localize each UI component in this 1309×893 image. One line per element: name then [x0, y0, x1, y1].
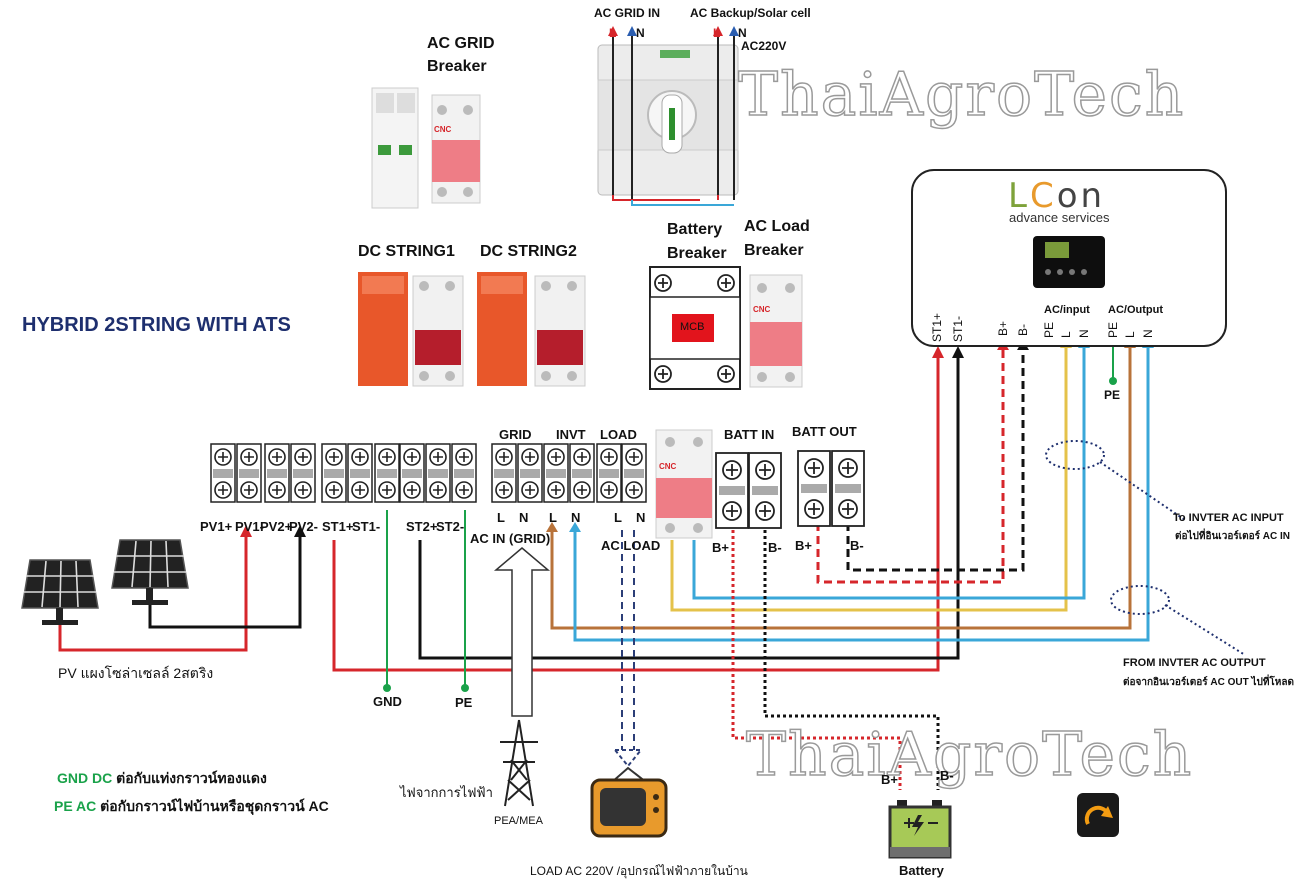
inv-terminal-out-n: N	[1141, 329, 1155, 338]
pv1-minus-label: PV1-	[235, 519, 264, 534]
watermark-top: ThaiAgroTech	[737, 59, 1186, 131]
pe-label: PE	[455, 695, 473, 710]
pe-note: PE AC ต่อกับกราวน์ไฟบ้านหรือชุดกราวน์ AC	[54, 796, 329, 818]
mcb-label: MCB	[680, 321, 705, 333]
battery-b-plus: B+	[881, 772, 898, 787]
ac-grid-breaker-label-2: Breaker	[427, 58, 487, 75]
battery-breaker-label: Battery	[667, 221, 723, 238]
brand-letter-c: C	[1029, 176, 1057, 216]
ac-load-breaker-label-2: Breaker	[744, 242, 804, 259]
watermark-bottom: ThaiAgroTech	[745, 719, 1194, 791]
battery-breaker-label-2: Breaker	[667, 245, 727, 262]
from-inverter-note-th: ต่อจากอินเวอร์เตอร์ AC OUT ไปที่โหลด	[1123, 677, 1295, 688]
st1-plus-label: ST1+	[322, 519, 354, 534]
inv-terminal-in-l: L	[1059, 331, 1073, 338]
inverter-brand-logo: LCon	[1008, 176, 1105, 216]
pv1-plus-label: PV1+	[200, 519, 233, 534]
inverter-ac-input-label: AC/input	[1044, 304, 1090, 316]
inv-terminal-st1-plus: ST1+	[930, 312, 944, 342]
ac-load-label: AC LOAD	[601, 538, 661, 553]
st1-minus-label: ST1-	[352, 519, 381, 534]
batt-out-b-minus: B-	[850, 538, 864, 553]
load-caption: LOAD AC 220V /อุปกรณ์ไฟฟ้าภายในบ้าน	[530, 864, 748, 878]
dc-string1-label: DC STRING1	[358, 243, 455, 260]
batt-out-b-plus: B+	[795, 538, 812, 553]
ats-voltage-label: AC220V	[741, 39, 787, 53]
battery-b-minus: B-	[940, 768, 954, 783]
inv-terminal-st1-minus: ST1-	[951, 315, 965, 342]
from-inverter-note: FROM INVTER AC OUTPUT	[1123, 657, 1266, 669]
inverter-ac-output-label: AC/Output	[1108, 304, 1163, 316]
inv-terminal-out-pe: PE	[1106, 321, 1120, 338]
grid-n: N	[519, 510, 529, 525]
inv-terminal-out-l: L	[1123, 331, 1137, 338]
ac-in-grid-label: AC IN (GRID)	[470, 531, 551, 546]
ats-grid-l: L	[609, 26, 617, 40]
gnd-label: GND	[373, 694, 402, 709]
pea-mea-label: PEA/MEA	[494, 815, 543, 827]
inv-terminal-b-minus: B-	[1016, 324, 1030, 336]
gnd-note-key: GND DC	[57, 770, 113, 786]
brand-letters-on: on	[1056, 176, 1106, 216]
pv2-plus-label: PV2+	[260, 519, 293, 534]
st2-minus-label: ST2-	[436, 519, 465, 534]
load-terminal-label: LOAD	[600, 427, 637, 442]
pv2-minus-label: PV2-	[289, 519, 318, 534]
ac-grid-breaker-label: AC GRID	[427, 35, 495, 52]
dc-string2-label: DC STRING2	[480, 243, 577, 260]
brand-letter-l: L	[1008, 176, 1030, 216]
cnc-logo-terminal: CNC	[659, 462, 677, 471]
pe-note-text: ต่อกับกราวน์ไฟบ้านหรือชุดกราวน์ AC	[100, 798, 329, 814]
gnd-note: GND DC ต่อกับแท่งกราวน์ทองแดง	[57, 768, 267, 790]
pv-caption: PV แผงโซล่าเซลล์ 2สตริง	[58, 665, 214, 681]
ats-grid-n: N	[636, 26, 645, 40]
st2-plus-label: ST2+	[406, 519, 438, 534]
batt-out-label: BATT OUT	[792, 424, 857, 439]
grid-source-label: ไฟจากการไฟฟ้า	[400, 785, 493, 800]
cnc-logo-grid: CNC	[434, 125, 452, 134]
diagram-title: HYBRID 2STRING WITH ATS	[22, 314, 291, 336]
invt-n: N	[571, 510, 581, 525]
ats-backup-l: L	[713, 26, 721, 40]
inverter-pe-label: PE	[1104, 388, 1121, 402]
invt-terminal-label: INVT	[556, 427, 586, 442]
pe-note-key: PE AC	[54, 798, 97, 814]
batt-in-b-plus: B+	[712, 540, 729, 555]
batt-in-b-minus: B-	[768, 540, 782, 555]
ats-backup-n: N	[738, 26, 747, 40]
ats-backup-label: AC Backup/Solar cell	[690, 6, 811, 20]
to-inverter-note-th: ต่อไปที่อินเวอร์เตอร์ AC IN	[1175, 531, 1291, 542]
load-n: N	[636, 510, 646, 525]
batt-in-label: BATT IN	[724, 427, 775, 442]
grid-l: L	[497, 510, 505, 525]
to-inverter-note: To INVTER AC INPUT	[1173, 512, 1284, 524]
load-l: L	[614, 510, 622, 525]
cnc-logo-load: CNC	[753, 305, 771, 314]
inv-terminal-in-pe: PE	[1042, 321, 1056, 338]
invt-l: L	[549, 510, 557, 525]
battery-label: Battery	[899, 863, 944, 878]
inverter-subtitle: advance services	[1009, 210, 1110, 225]
inv-terminal-in-n: N	[1077, 329, 1091, 338]
grid-terminal-label: GRID	[499, 427, 532, 442]
ats-grid-in-label: AC GRID IN	[594, 6, 660, 20]
gnd-note-text: ต่อกับแท่งกราวน์ทองแดง	[116, 770, 267, 786]
inv-terminal-b-plus: B+	[996, 320, 1010, 336]
ac-load-breaker-label: AC Load	[744, 218, 810, 235]
